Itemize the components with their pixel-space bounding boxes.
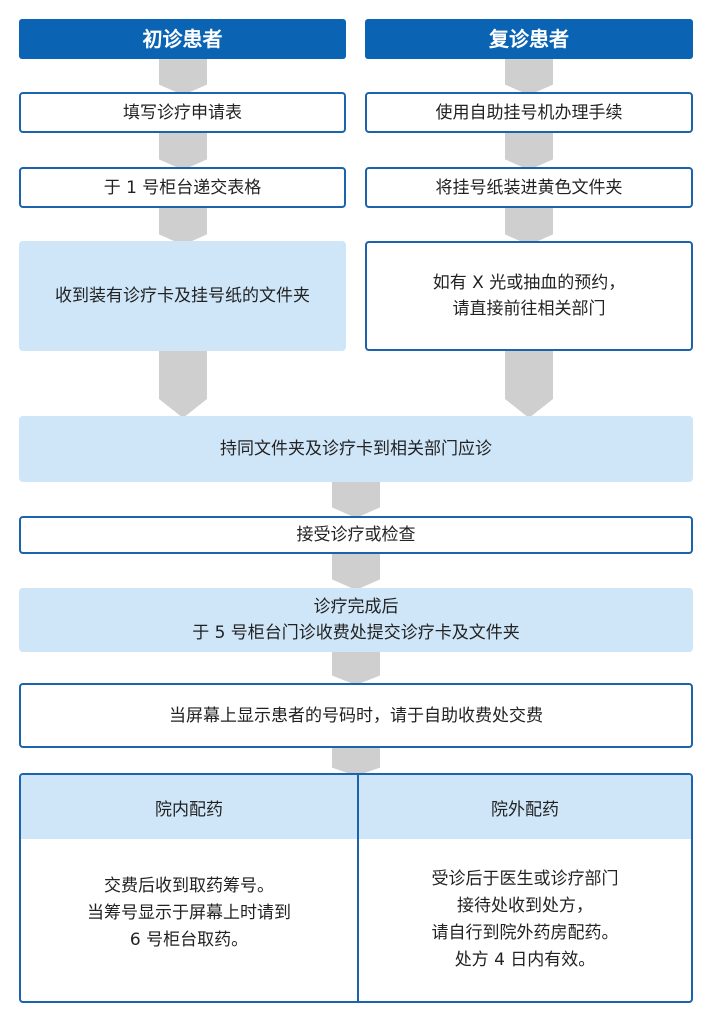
first-visit-step-submit-form-label: 于 1 号柜台递交表格 bbox=[103, 177, 262, 198]
arrow-center-2 bbox=[332, 552, 380, 590]
arrow-right-3 bbox=[505, 207, 553, 245]
step-examination: 接受诊疗或检查 bbox=[19, 516, 693, 554]
pharmacy-options: 院内配药 交费后收到取药筹号。 当筹号显示于屏幕上时请到 6 号柜台取药。 院外… bbox=[19, 773, 693, 1003]
outside-pharmacy-title: 院外配药 bbox=[359, 775, 691, 839]
inhouse-pharmacy-line2: 当筹号显示于屏幕上时请到 bbox=[87, 902, 291, 923]
arrow-right-1 bbox=[505, 58, 553, 95]
return-visit-step-yellow-folder: 将挂号纸装进黄色文件夹 bbox=[365, 167, 693, 208]
arrow-left-2 bbox=[159, 132, 207, 170]
return-visit-header-label: 复诊患者 bbox=[489, 27, 569, 51]
outside-pharmacy-line4: 处方 4 日内有效。 bbox=[454, 950, 596, 970]
first-visit-header: 初诊患者 bbox=[19, 19, 346, 59]
outside-pharmacy-title-label: 院外配药 bbox=[491, 799, 559, 820]
outside-pharmacy-line3: 请自行到院外药房配药。 bbox=[431, 923, 619, 943]
return-visit-header: 复诊患者 bbox=[365, 19, 693, 59]
arrow-right-4 bbox=[505, 350, 553, 418]
first-visit-step-submit-form: 于 1 号柜台递交表格 bbox=[19, 167, 346, 208]
arrow-center-4 bbox=[332, 746, 380, 776]
outside-pharmacy-line1: 受诊后于医生或诊疗部门 bbox=[431, 869, 619, 889]
arrow-left-3 bbox=[159, 207, 207, 245]
outside-pharmacy: 院外配药 受诊后于医生或诊疗部门 接待处收到处方， 请自行到院外药房配药。 处方… bbox=[359, 775, 691, 1001]
arrow-left-1 bbox=[159, 58, 207, 95]
step-go-to-department: 持同文件夹及诊疗卡到相关部门应诊 bbox=[19, 416, 693, 482]
pharmacy-divider bbox=[357, 775, 359, 1001]
inhouse-pharmacy-line1: 交费后收到取药筹号。 bbox=[104, 875, 274, 896]
step-submit-card-line1: 诊疗完成后 bbox=[313, 597, 399, 617]
inhouse-pharmacy-line3: 6 号柜台取药。 bbox=[129, 929, 249, 950]
first-visit-step-receive-folder: 收到装有诊疗卡及挂号纸的文件夹 bbox=[19, 241, 346, 351]
first-visit-header-label: 初诊患者 bbox=[142, 27, 223, 51]
first-visit-step-receive-folder-label: 收到装有诊疗卡及挂号纸的文件夹 bbox=[55, 286, 310, 306]
return-visit-step-yellow-folder-label: 将挂号纸装进黄色文件夹 bbox=[435, 177, 623, 198]
return-visit-step-appointment-line2: 请直接前往相关部门 bbox=[452, 299, 606, 319]
return-visit-step-appointment: 如有 X 光或抽血的预约， 请直接前往相关部门 bbox=[365, 241, 693, 351]
step-submit-card-line2: 于 5 号柜台门诊收费处提交诊疗卡及文件夹 bbox=[192, 623, 520, 643]
step-examination-label: 接受诊疗或检查 bbox=[296, 525, 416, 545]
arrow-left-4 bbox=[159, 350, 207, 418]
step-payment: 当屏幕上显示患者的号码时，请于自助收费处交费 bbox=[19, 683, 693, 748]
inhouse-pharmacy-body: 交费后收到取药筹号。 当筹号显示于屏幕上时请到 6 号柜台取药。 bbox=[21, 839, 357, 1001]
step-submit-card: 诊疗完成后 于 5 号柜台门诊收费处提交诊疗卡及文件夹 bbox=[19, 588, 693, 652]
inhouse-pharmacy: 院内配药 交费后收到取药筹号。 当筹号显示于屏幕上时请到 6 号柜台取药。 bbox=[21, 775, 357, 1001]
step-go-to-department-label: 持同文件夹及诊疗卡到相关部门应诊 bbox=[220, 439, 492, 459]
first-visit-step-fill-form-label: 填写诊疗申请表 bbox=[123, 102, 242, 123]
return-visit-step-kiosk: 使用自助挂号机办理手续 bbox=[365, 92, 693, 133]
return-visit-step-appointment-line1: 如有 X 光或抽血的预约， bbox=[432, 273, 626, 293]
arrow-center-3 bbox=[332, 651, 380, 685]
first-visit-step-fill-form: 填写诊疗申请表 bbox=[19, 92, 346, 133]
inhouse-pharmacy-title-label: 院内配药 bbox=[155, 799, 223, 820]
outside-pharmacy-body: 受诊后于医生或诊疗部门 接待处收到处方， 请自行到院外药房配药。 处方 4 日内… bbox=[359, 839, 691, 1001]
step-payment-label: 当屏幕上显示患者的号码时，请于自助收费处交费 bbox=[169, 705, 543, 726]
arrow-right-2 bbox=[505, 132, 553, 170]
outside-pharmacy-line2: 接待处收到处方， bbox=[457, 896, 593, 916]
arrow-center-1 bbox=[332, 480, 380, 518]
inhouse-pharmacy-title: 院内配药 bbox=[21, 775, 357, 839]
return-visit-step-kiosk-label: 使用自助挂号机办理手续 bbox=[435, 102, 623, 123]
